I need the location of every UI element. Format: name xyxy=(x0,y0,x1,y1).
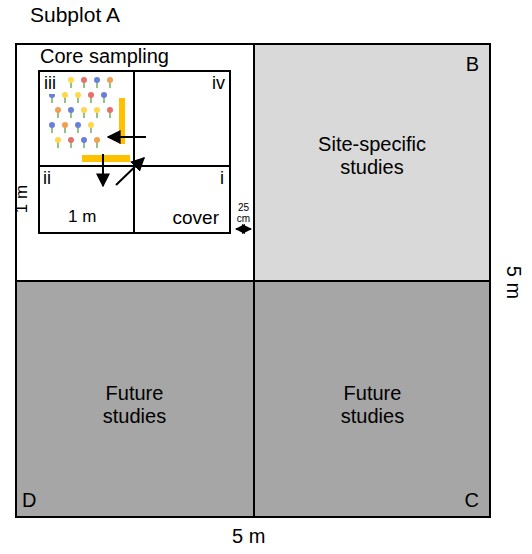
subplot-box: Subplot ACore samplingiiiiviiicover xyxy=(15,43,255,282)
plant-flower xyxy=(68,137,74,143)
plant-flower xyxy=(88,92,94,98)
plant-symbols xyxy=(49,77,113,148)
plant-flower xyxy=(68,77,74,83)
plant-flower xyxy=(107,77,113,83)
plant-flower xyxy=(55,107,61,113)
plant-flower xyxy=(81,77,87,83)
subplot-purpose: Future studies xyxy=(310,382,435,428)
plant-flower xyxy=(49,122,55,128)
quadrant-label: iv xyxy=(212,73,225,94)
subplot-letter: C xyxy=(465,489,479,512)
section-heading: Core sampling xyxy=(40,45,169,68)
quadrant-box: icover xyxy=(133,165,231,234)
quadrant-box: iv xyxy=(133,70,231,167)
plant-flower xyxy=(68,107,74,113)
plant-flower xyxy=(107,107,113,113)
subplot-title: Subplot A xyxy=(30,3,120,27)
dimension-label: 25 cm xyxy=(233,202,254,224)
dimension-label: 5 m xyxy=(503,263,524,303)
move-arrow xyxy=(108,136,146,138)
plant-flower xyxy=(62,92,68,98)
subplot-box: C Future studies xyxy=(253,280,491,518)
subplot-letter: B xyxy=(466,53,479,76)
plant-flower xyxy=(88,122,94,128)
subplot-purpose: Site-specific studies xyxy=(297,133,447,179)
subplot-letter: D xyxy=(22,489,36,512)
subplot-purpose: Future studies xyxy=(72,382,197,428)
plant-flower xyxy=(94,107,100,113)
quadrant-box: iii xyxy=(38,70,135,167)
plant-flower xyxy=(81,107,87,113)
plant-flower xyxy=(81,137,87,143)
plant-flower xyxy=(55,137,61,143)
quadrant-label: ii xyxy=(43,168,51,189)
plant-flower xyxy=(62,122,68,128)
plant-flower xyxy=(75,92,81,98)
dimension-arrow xyxy=(236,228,251,230)
dimension-label: 1 m xyxy=(68,208,96,226)
plant-flower xyxy=(101,92,107,98)
quadrant-label: iii xyxy=(43,73,57,94)
core-bar xyxy=(82,155,130,162)
plant-flower xyxy=(94,77,100,83)
quadrant-label: i xyxy=(220,168,224,189)
subplot-box: D Future studies xyxy=(15,280,255,518)
plant-flower xyxy=(94,137,100,143)
dimension-label: 1 m xyxy=(13,179,31,219)
dimension-label: 5 m xyxy=(232,526,265,547)
move-arrow xyxy=(102,154,104,186)
subplot-box: B Site-specific studies xyxy=(253,43,491,282)
cover-label: cover xyxy=(173,207,219,229)
plant-flower xyxy=(75,122,81,128)
move-arrow xyxy=(116,158,144,185)
